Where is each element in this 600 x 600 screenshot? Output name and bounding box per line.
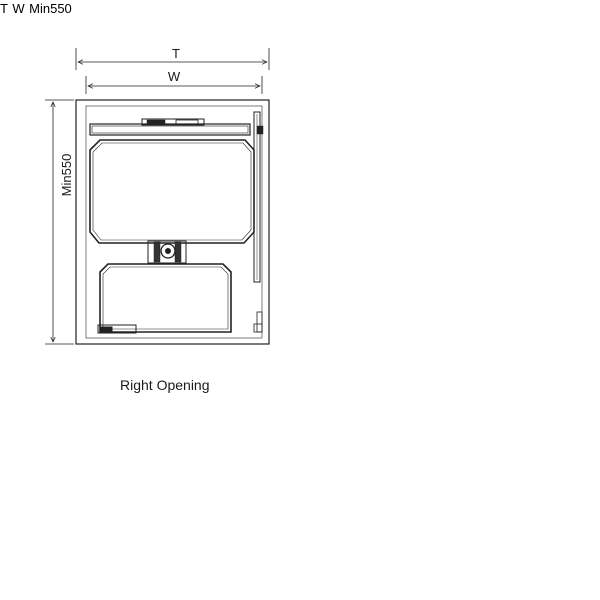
left-upper-basket xyxy=(89,139,255,244)
left-dim-w-label: W xyxy=(168,69,181,84)
right-dim-w-label: W xyxy=(12,1,25,16)
left-top-rail xyxy=(89,118,251,136)
right-dim-t-label: T xyxy=(0,1,8,16)
right-view: T W Min550 xyxy=(0,0,72,17)
left-cabinet-inner xyxy=(85,105,263,339)
right-dim-height-label: Min550 xyxy=(29,1,72,16)
left-view-caption: Right Opening xyxy=(120,377,210,393)
left-dim-t-label: T xyxy=(172,46,180,61)
left-dim-height xyxy=(45,99,74,345)
left-dim-w xyxy=(85,76,263,94)
left-cabinet-outline xyxy=(75,99,270,345)
left-view: T W Min550 xyxy=(45,46,270,345)
left-dim-height-label: Min550 xyxy=(59,154,74,197)
left-lower-basket xyxy=(97,263,232,334)
left-dim-t xyxy=(75,48,270,70)
left-side-rail xyxy=(253,111,264,333)
left-center-mechanism xyxy=(147,240,187,264)
